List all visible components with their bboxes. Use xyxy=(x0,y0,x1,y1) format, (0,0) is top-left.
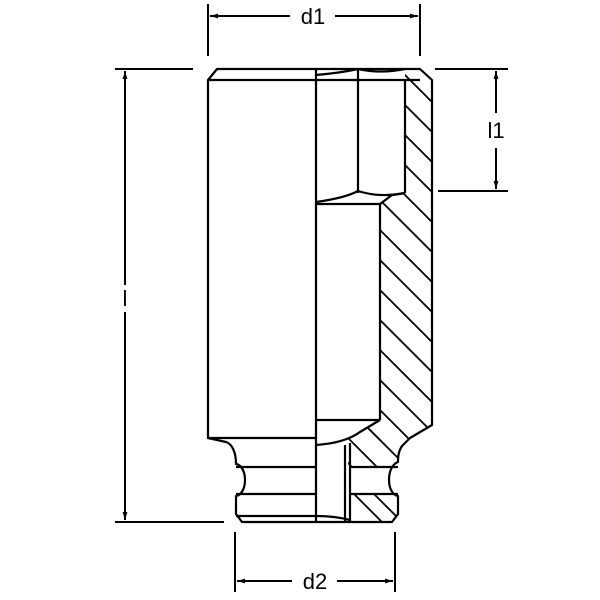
socket-outline xyxy=(206,67,434,524)
dimension-d2 xyxy=(234,532,396,592)
d1-label: d1 xyxy=(301,4,325,29)
d2-label: d2 xyxy=(303,569,327,594)
l1-label: l1 xyxy=(487,118,504,143)
dimension-l1 xyxy=(435,68,508,192)
dimension-l xyxy=(115,68,224,523)
socket-outer-profile xyxy=(206,67,434,524)
dimension-d1 xyxy=(207,4,421,56)
l-label: l xyxy=(123,286,128,311)
